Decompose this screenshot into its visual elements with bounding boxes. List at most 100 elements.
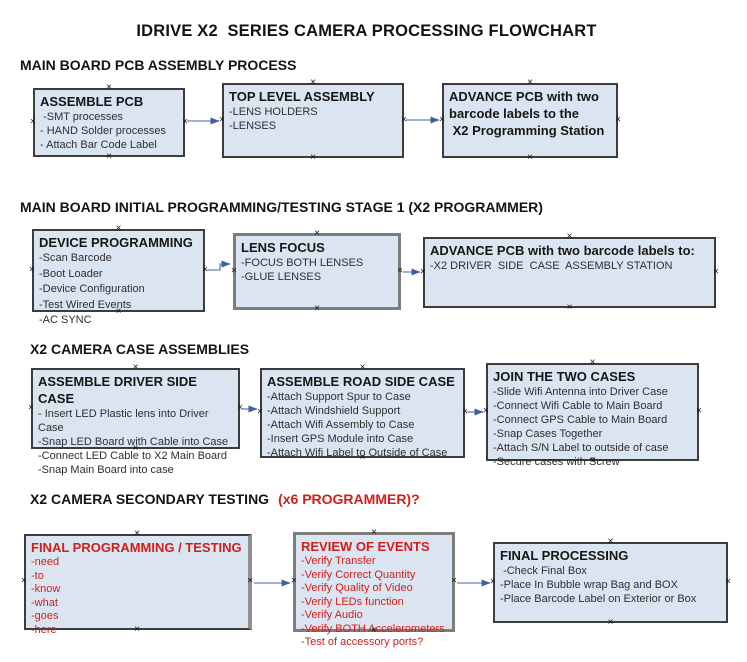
flow-box-item: -Attach Wifi Label to Outside of Case: [267, 447, 448, 459]
flow-box[interactable]: ASSEMBLE ROAD SIDE CASE-Attach Support S…: [257, 363, 468, 463]
selection-handle-icon[interactable]: ×: [462, 406, 468, 418]
selection-handle-icon[interactable]: ×: [291, 575, 297, 587]
flow-arrow: [207, 260, 231, 271]
selection-handle-icon[interactable]: ×: [21, 575, 27, 587]
flow-box[interactable]: ASSEMBLE PCB -SMT processes - HAND Solder…: [30, 83, 188, 162]
selection-handle-icon[interactable]: ×: [371, 625, 377, 636]
flow-box[interactable]: ADVANCE PCB with two barcode labels to:-…: [420, 232, 719, 313]
flow-box-item: -GLUE LENSES: [241, 271, 322, 283]
flow-box-title: REVIEW OF EVENTS: [301, 539, 430, 554]
selection-handle-icon[interactable]: ×: [247, 575, 253, 587]
selection-handle-icon[interactable]: ×: [696, 405, 702, 417]
flow-box-item: -Verify Quality of Video: [301, 582, 413, 594]
flow-box-item: -Scan Barcode: [39, 252, 112, 264]
flow-box-title: ASSEMBLE DRIVER SIDE CASE: [38, 374, 201, 406]
flow-box-item: -need: [31, 556, 60, 568]
selection-handle-icon[interactable]: ×: [615, 114, 621, 125]
flow-box-item: -Test Wired Events: [39, 298, 132, 311]
selection-handle-icon[interactable]: ×: [566, 231, 573, 242]
selection-handle-icon[interactable]: ×: [310, 152, 316, 163]
flow-box[interactable]: DEVICE PROGRAMMING-Scan Barcode-Boot Loa…: [29, 224, 208, 327]
flow-box-item: -Verify LEDs function: [301, 595, 404, 608]
flow-box-item: -Slide Wifi Antenna into Driver Case: [493, 386, 668, 398]
flow-box[interactable]: TOP LEVEL ASSEMBLY-LENS HOLDERS-LENSES××…: [219, 78, 407, 163]
selection-handle-icon[interactable]: ×: [566, 302, 573, 313]
flow-box-item: -Verify Audio: [301, 609, 363, 621]
selection-handle-icon[interactable]: ×: [132, 443, 139, 454]
flow-box-item: -know: [31, 583, 61, 595]
section-heading: X2 CAMERA CASE ASSEMBLIES: [30, 341, 249, 357]
selection-handle-icon[interactable]: ×: [231, 265, 237, 276]
selection-handle-icon[interactable]: ×: [106, 151, 112, 162]
selection-handle-icon[interactable]: ×: [257, 406, 263, 418]
selection-handle-icon[interactable]: ×: [397, 265, 403, 276]
flow-box[interactable]: ADVANCE PCB with two barcode labels to t…: [439, 78, 621, 163]
selection-handle-icon[interactable]: ×: [30, 116, 36, 127]
section-heading: MAIN BOARD PCB ASSEMBLY PROCESS: [20, 57, 296, 73]
selection-handle-icon[interactable]: ×: [182, 116, 188, 127]
selection-handle-icon[interactable]: ×: [202, 264, 208, 275]
selection-handle-icon[interactable]: ×: [115, 223, 122, 234]
selection-handle-icon[interactable]: ×: [134, 624, 140, 635]
flow-box-item: - Insert LED Plastic lens into Driver Ca…: [38, 408, 212, 434]
selection-handle-icon[interactable]: ×: [439, 114, 445, 125]
flow-box-item: - HAND Solder processes: [40, 125, 166, 137]
flow-box-item: - Attach Bar Code Label: [40, 139, 157, 151]
selection-handle-icon[interactable]: ×: [237, 402, 243, 413]
selection-handle-icon[interactable]: ×: [527, 77, 533, 88]
flow-box[interactable]: REVIEW OF EVENTS-Verify Transfer-Verify …: [291, 528, 457, 649]
flow-box-item: -what: [31, 596, 58, 609]
flow-box-item: -Attach S/N Label to outside of case: [493, 442, 669, 454]
selection-handle-icon[interactable]: ×: [314, 228, 320, 239]
selection-handle-icon[interactable]: ×: [314, 303, 320, 314]
selection-handle-icon[interactable]: ×: [106, 82, 112, 93]
flow-box[interactable]: JOIN THE TWO CASES -Slide Wifi Antenna in…: [483, 358, 702, 469]
selection-handle-icon[interactable]: ×: [451, 575, 457, 587]
flow-box-item: -Snap LED Board with Cable into Case: [38, 436, 229, 448]
section-heading-text: MAIN BOARD PCB ASSEMBLY PROCESS: [20, 57, 297, 73]
flow-box-item: -SMT processes: [40, 111, 123, 123]
selection-handle-icon[interactable]: ×: [219, 114, 225, 125]
selection-handle-icon[interactable]: ×: [713, 266, 719, 277]
selection-handle-icon[interactable]: ×: [371, 527, 377, 538]
flow-box-title: FINAL PROGRAMMING / TESTING: [31, 540, 242, 555]
selection-handle-icon[interactable]: ×: [359, 362, 366, 373]
flow-box-item: -here: [31, 623, 57, 636]
selection-handle-icon[interactable]: ×: [607, 536, 614, 547]
flow-box-title: JOIN THE TWO CASES: [493, 369, 636, 384]
selection-handle-icon[interactable]: ×: [490, 576, 496, 587]
flow-box-item: -Connect Wifi Cable to Main Board: [493, 400, 663, 412]
selection-handle-icon[interactable]: ×: [589, 357, 596, 368]
section-heading-red-suffix: (x6 PROGRAMMER)?: [278, 491, 420, 507]
flow-box-item: -LENSES: [229, 120, 277, 132]
selection-handle-icon[interactable]: ×: [115, 306, 122, 317]
flow-box-item: -Attach Wifi Assembly to Case: [267, 419, 415, 431]
flow-box-title: FINAL PROCESSING: [500, 548, 629, 563]
selection-handle-icon[interactable]: ×: [132, 362, 139, 373]
flow-box-title: DEVICE PROGRAMMING: [39, 235, 193, 250]
flow-box-item: -Place In Bubble wrap Bag and BOX: [500, 579, 678, 591]
flow-box[interactable]: ASSEMBLE DRIVER SIDE CASE- Insert LED Pl…: [28, 363, 243, 477]
flow-box[interactable]: FINAL PROGRAMMING / TESTING-need-to-know…: [21, 529, 253, 636]
selection-handle-icon[interactable]: ×: [134, 528, 140, 539]
selection-handle-icon[interactable]: ×: [29, 264, 35, 275]
selection-handle-icon[interactable]: ×: [725, 576, 731, 587]
flow-box-item: -Attach Support Spur to Case: [267, 391, 411, 403]
flow-box[interactable]: LENS FOCUS-FOCUS BOTH LENSES-GLUE LENSES…: [231, 229, 403, 314]
selection-handle-icon[interactable]: ×: [310, 77, 316, 88]
selection-handle-icon[interactable]: ×: [420, 266, 426, 277]
selection-handle-icon[interactable]: ×: [401, 114, 407, 125]
flow-box-title: ADVANCE PCB with two barcode labels to t…: [449, 89, 605, 138]
selection-handle-icon[interactable]: ×: [28, 402, 34, 413]
selection-handle-icon[interactable]: ×: [589, 455, 596, 466]
flow-box-item: -LENS HOLDERS: [229, 106, 318, 118]
flow-box[interactable]: FINAL PROCESSING -Check Final Box-Place …: [490, 537, 731, 628]
selection-handle-icon[interactable]: ×: [483, 405, 489, 417]
selection-handle-icon[interactable]: ×: [359, 452, 366, 463]
flow-box-item: -Verify Correct Quantity: [301, 568, 416, 581]
flow-box-title: ASSEMBLE PCB: [40, 94, 144, 109]
selection-handle-icon[interactable]: ×: [527, 152, 533, 163]
selection-handle-icon[interactable]: ×: [607, 617, 614, 628]
flow-box-item: -Verify BOTH Accelerometers: [301, 622, 445, 635]
